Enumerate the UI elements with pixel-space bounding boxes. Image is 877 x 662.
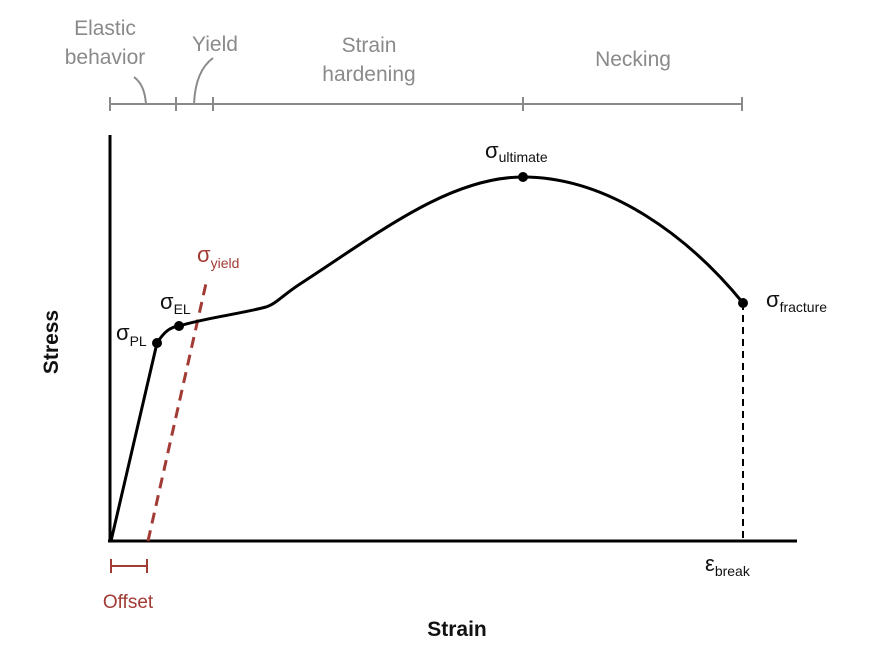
y-axis-title: Stress	[40, 310, 63, 374]
label-sigma-yield-symbol: σ	[197, 242, 211, 267]
label-epsilon-break-sub: break	[715, 563, 751, 579]
label-sigma-yield: σyield	[197, 242, 239, 271]
yield-leader	[193, 57, 214, 105]
phase-label-necking: Necking	[595, 48, 671, 71]
label-sigma-el-sub: EL	[174, 301, 191, 317]
label-sigma-ultimate-sub: ultimate	[499, 149, 548, 165]
stress-strain-curve	[109, 175, 745, 543]
phase-label-strain-line1: Strain	[342, 34, 397, 57]
phase-label-yield: Yield	[192, 33, 238, 56]
label-epsilon-break-symbol: ε	[705, 551, 715, 576]
x-axis-title: Strain	[427, 618, 487, 641]
label-sigma-ultimate-symbol: σ	[485, 138, 499, 163]
label-sigma-el-symbol: σ	[160, 289, 174, 314]
phase-ruler	[109, 57, 743, 111]
offset-yield-line	[146, 278, 209, 542]
point-fracture	[738, 298, 748, 308]
phase-label-elastic-line2: behavior	[65, 46, 146, 69]
label-sigma-el: σEL	[160, 289, 191, 317]
point-pl	[152, 338, 162, 348]
label-sigma-pl-sub: PL	[130, 333, 147, 349]
point-ultimate	[518, 172, 528, 182]
label-sigma-fracture-sub: fracture	[780, 299, 828, 315]
label-sigma-pl-symbol: σ	[116, 320, 130, 345]
point-el	[174, 321, 184, 331]
phase-label-elastic-line1: Elastic	[74, 17, 136, 40]
offset-marker	[110, 559, 148, 573]
label-sigma-fracture: σfracture	[766, 287, 827, 315]
label-sigma-pl: σPL	[116, 320, 147, 349]
axes	[108, 135, 797, 543]
elastic-leader	[133, 76, 147, 105]
label-sigma-yield-sub: yield	[211, 255, 240, 271]
label-sigma-fracture-symbol: σ	[766, 287, 780, 312]
phase-label-strain-line2: hardening	[322, 63, 415, 86]
label-epsilon-break: εbreak	[705, 551, 751, 579]
offset-label: Offset	[103, 592, 154, 613]
label-sigma-ultimate: σultimate	[485, 138, 548, 165]
